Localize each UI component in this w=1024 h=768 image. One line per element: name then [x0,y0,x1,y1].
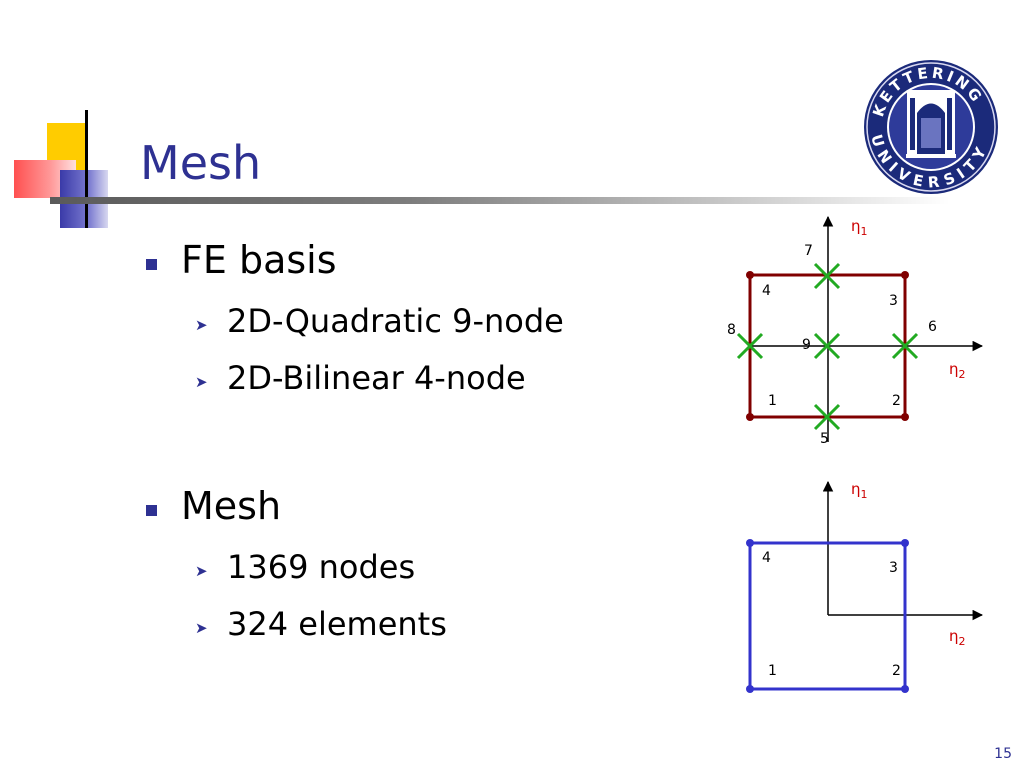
node-label-6: 6 [928,319,937,335]
quadratic-element-diagram: η1 η2 7 4 3 8 6 9 1 2 5 [727,215,984,447]
sub-bullet-elements: 324 elements [227,605,447,643]
node-label-4: 4 [762,283,771,299]
corner-node [746,539,754,547]
corner-node [901,685,909,693]
bullet-marker [146,505,157,516]
corner-node [901,539,909,547]
arrow-bullet-icon: ➤ [195,562,208,580]
arrow-bullet-icon: ➤ [195,619,208,637]
eta1-label: η1 [851,217,868,238]
bullet-fe-basis: FE basis [181,238,337,282]
corner-node [746,685,754,693]
arrow-bullet-icon: ➤ [195,373,208,391]
title-decoration [0,110,140,230]
eta2-label: η2 [949,627,966,648]
title-rule [50,197,950,204]
node-5-x [813,403,841,431]
corner-node [746,271,754,279]
node-9-x [813,332,841,360]
node-label-1: 1 [768,393,777,409]
kettering-seal-icon: KETTERING UNIVERSITY [864,60,998,194]
bilinear-element-diagram: η1 η2 4 3 1 2 [746,480,984,693]
node-label-7: 7 [804,243,813,259]
node-6-x [891,332,919,360]
arrow-bullet-icon: ➤ [195,316,208,334]
corner-node [901,271,909,279]
node-7-x [813,262,841,290]
node-label-1: 1 [768,663,777,679]
kettering-logo: KETTERING UNIVERSITY [862,58,1000,196]
corner-node [746,413,754,421]
node-label-9: 9 [802,337,811,353]
bullet-mesh: Mesh [181,484,282,528]
node-label-3: 3 [889,560,898,576]
vertical-line [85,110,88,228]
node-8-x [736,332,764,360]
bullet-marker [146,259,157,270]
node-label-2: 2 [892,393,901,409]
eta2-label: η2 [949,360,966,381]
page-number: 15 [994,746,1012,762]
element-outline [748,541,907,691]
sub-bullet-bilinear: 2D-Bilinear 4-node [227,359,526,397]
eta1-label: η1 [851,480,868,501]
corner-node [901,413,909,421]
sub-bullet-quadratic: 2D-Quadratic 9-node [227,302,564,340]
node-label-8: 8 [727,322,736,338]
node-label-2: 2 [892,663,901,679]
midside-node-markers [736,262,919,431]
sub-bullet-nodes: 1369 nodes [227,548,416,586]
node-label-4: 4 [762,550,771,566]
slide-title: Mesh [140,136,262,190]
node-label-3: 3 [889,293,898,309]
node-label-5: 5 [820,431,829,447]
